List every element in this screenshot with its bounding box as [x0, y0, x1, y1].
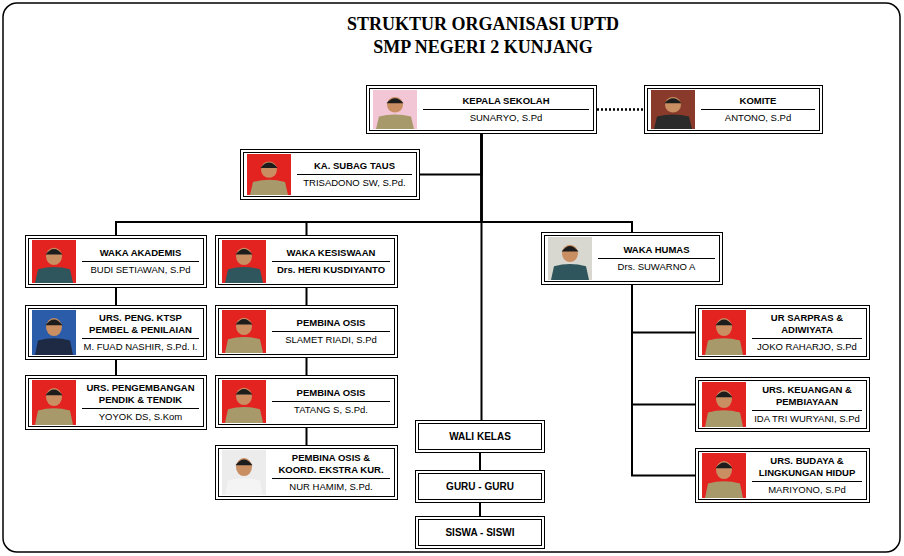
- portrait-photo: [32, 380, 76, 425]
- person-name: TATANG S, S.Pd.: [272, 404, 390, 416]
- person-name: TRISADONO SW, S.Pd.: [297, 177, 412, 189]
- role-box: PEMBINA OSIS & KOORD. EKSTRA KUR. NUR HAM…: [215, 445, 398, 500]
- group-label: SISWA - SISWI: [425, 527, 535, 539]
- org-line: [632, 285, 695, 333]
- org-line: [479, 453, 481, 470]
- person-name: YOYOK DS, S.Kom: [82, 411, 199, 423]
- portrait-photo: [222, 310, 266, 353]
- group-label: WALI KELAS: [425, 431, 535, 443]
- role-title: PEMBINA OSIS: [272, 387, 390, 402]
- role-box: URS. PENGEMBANGAN PENDIK & TENDIK YOYOK D…: [25, 375, 207, 430]
- portrait-photo: [702, 453, 746, 498]
- role-title: KOMITE: [701, 95, 815, 110]
- role-box: URS. KEUANGAN & PEMBIAYAAN IDA TRI WURYAN…: [695, 377, 870, 432]
- org-line: [116, 134, 482, 235]
- org-line: [115, 288, 117, 305]
- org-line: [306, 358, 308, 375]
- person-name: MARIYONO, S.Pd: [752, 484, 862, 496]
- org-line: [420, 134, 482, 175]
- role-box: KOMITE ANTONO, S.Pd: [644, 85, 823, 134]
- outer-frame: [3, 3, 900, 552]
- role-box: URS. BUDAYA & LINGKUNGAN HIDUP MARIYONO, …: [695, 448, 870, 503]
- portrait-photo: [222, 380, 266, 423]
- org-line: [306, 428, 308, 445]
- role-box: UR SARPRAS & ADIWIYATA JOKO RAHARJO, S.Pd: [695, 305, 870, 360]
- org-line: [632, 285, 695, 405]
- role-title: WAKA KESISWAAN: [272, 247, 390, 262]
- role-title: URS. PENG. KTSP PEMBEL & PENILAIAN: [82, 312, 199, 339]
- portrait-photo: [702, 310, 746, 355]
- role-title: PEMBINA OSIS: [272, 317, 390, 332]
- org-line: [306, 288, 308, 305]
- person-name: Drs. HERI KUSDIYANTO: [272, 264, 390, 276]
- role-title: URS. KEUANGAN & PEMBIAYAAN: [752, 384, 862, 411]
- role-title: PEMBINA OSIS & KOORD. EKSTRA KUR.: [272, 452, 390, 479]
- portrait-photo: [247, 154, 291, 195]
- role-box: SISWA - SISWI: [415, 516, 545, 549]
- org-line: [479, 503, 481, 516]
- person-name: SUNARYO, S.Pd: [423, 112, 589, 124]
- person-name: M. FUAD NASHIR, S.Pd. I.: [82, 341, 199, 353]
- portrait-photo: [32, 240, 76, 283]
- person-name: NUR HAMIM, S.Pd.: [272, 481, 390, 493]
- person-name: ANTONO, S.Pd: [701, 112, 815, 124]
- person-name: IDA TRI WURYANI, S.Pd: [752, 413, 862, 425]
- role-box: GURU - GURU: [415, 470, 545, 503]
- role-title: KA. SUBAG TAUS: [297, 160, 412, 175]
- portrait-photo: [222, 450, 266, 495]
- portrait-photo: [651, 90, 695, 129]
- person-name: JOKO RAHARJO, S.Pd: [752, 341, 862, 353]
- person-name: SLAMET RIADI, S.Pd: [272, 334, 390, 346]
- person-name: BUDI SETIAWAN, S.Pd: [82, 264, 199, 276]
- role-box: WALI KELAS: [415, 420, 545, 453]
- portrait-photo: [222, 240, 266, 283]
- dotted-link: [597, 108, 644, 111]
- role-box: URS. PENG. KTSP PEMBEL & PENILAIAN M. FUA…: [25, 305, 207, 360]
- role-box: WAKA KESISWAAN Drs. HERI KUSDIYANTO: [215, 235, 398, 288]
- org-line: [115, 360, 117, 375]
- role-title: WAKA HUMAS: [598, 244, 715, 259]
- portrait-photo: [32, 310, 76, 355]
- org-line: [482, 134, 633, 232]
- chart-title: STRUKTUR ORGANISASI UPTD SMP NEGERI 2 KU…: [273, 13, 693, 59]
- role-title: KEPALA SEKOLAH: [423, 95, 589, 110]
- role-box: PEMBINA OSIS SLAMET RIADI, S.Pd: [215, 305, 398, 358]
- portrait-photo: [373, 90, 417, 129]
- role-box: WAKA HUMAS Drs. SUWARNO A: [541, 232, 723, 285]
- portrait-photo: [548, 237, 592, 280]
- role-title: UR SARPRAS & ADIWIYATA: [752, 312, 862, 339]
- role-box: WAKA AKADEMIS BUDI SETIAWAN, S.Pd: [25, 235, 207, 288]
- role-title: URS. PENGEMBANGAN PENDIK & TENDIK: [82, 382, 199, 409]
- role-box: KA. SUBAG TAUS TRISADONO SW, S.Pd.: [240, 149, 420, 200]
- group-label: GURU - GURU: [425, 481, 535, 493]
- org-line: [632, 285, 695, 476]
- role-box: PEMBINA OSIS TATANG S, S.Pd.: [215, 375, 398, 428]
- role-box: KEPALA SEKOLAH SUNARYO, S.Pd: [366, 85, 597, 134]
- role-title: URS. BUDAYA & LINGKUNGAN HIDUP: [752, 455, 862, 482]
- person-name: Drs. SUWARNO A: [598, 261, 715, 273]
- role-title: WAKA AKADEMIS: [82, 247, 199, 262]
- portrait-photo: [702, 382, 746, 427]
- org-line: [481, 134, 483, 420]
